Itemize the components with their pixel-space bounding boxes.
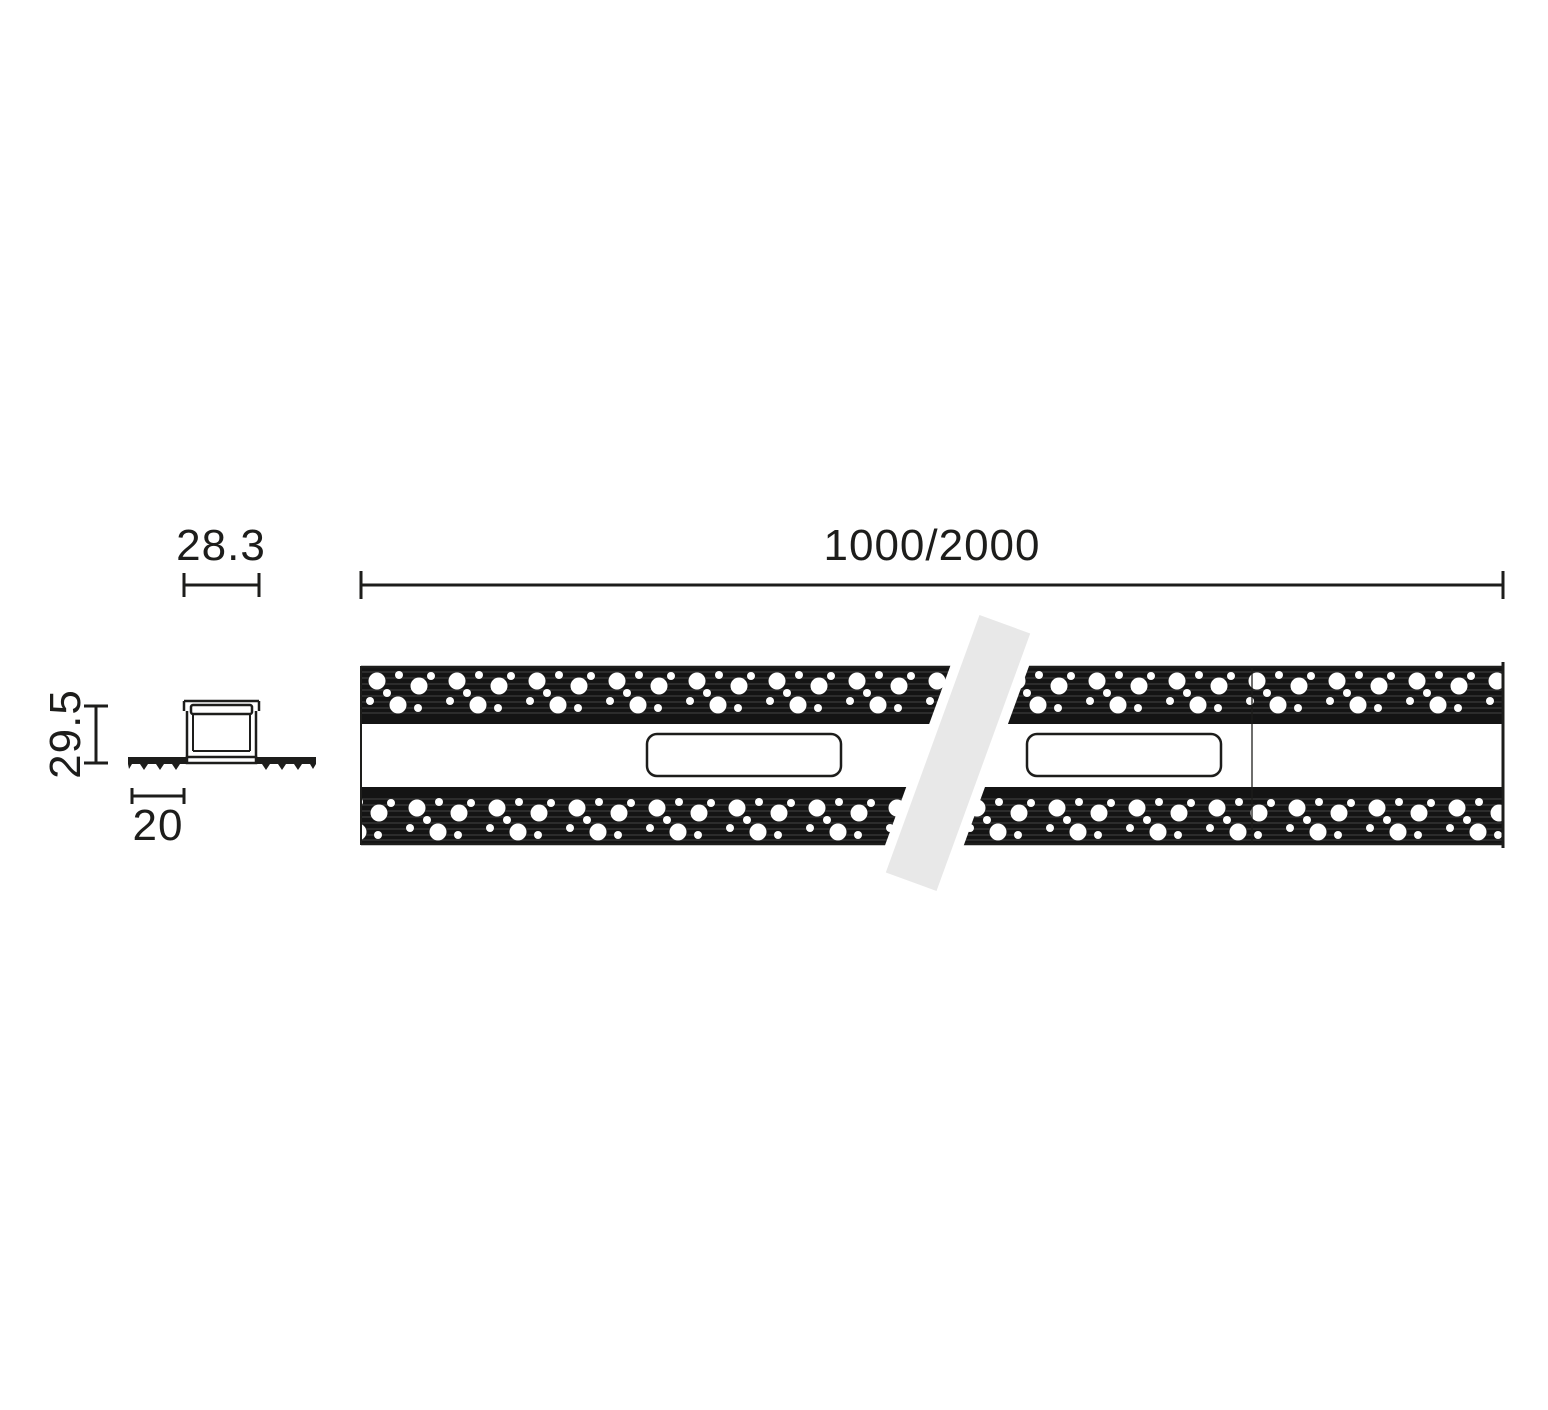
break-line: [875, 608, 1041, 898]
dim-label-profile-height: 29.5: [41, 689, 90, 779]
break-band: [885, 615, 1031, 891]
dimension-profile-width: 28.3: [176, 521, 266, 597]
left-plaster-wing: [128, 757, 186, 770]
cross-section-view: [128, 699, 316, 770]
right-plaster-wing: [257, 757, 316, 770]
mounting-slot-2: [1025, 732, 1223, 778]
dim-label-profile-width: 28.3: [176, 521, 266, 570]
mounting-slot-1: [645, 732, 843, 778]
dim-label-profile-length: 1000/2000: [824, 521, 1041, 570]
dimension-profile-height: 29.5: [41, 689, 108, 779]
top-perforated-flange: [361, 667, 1503, 717]
dimension-profile-length: 1000/2000: [359, 521, 1505, 599]
dimension-flange-width: 20: [130, 788, 186, 850]
dim-label-flange-width: 20: [133, 801, 184, 850]
diffuser-cover: [189, 703, 254, 716]
channel-bottom-wall: [185, 755, 258, 765]
